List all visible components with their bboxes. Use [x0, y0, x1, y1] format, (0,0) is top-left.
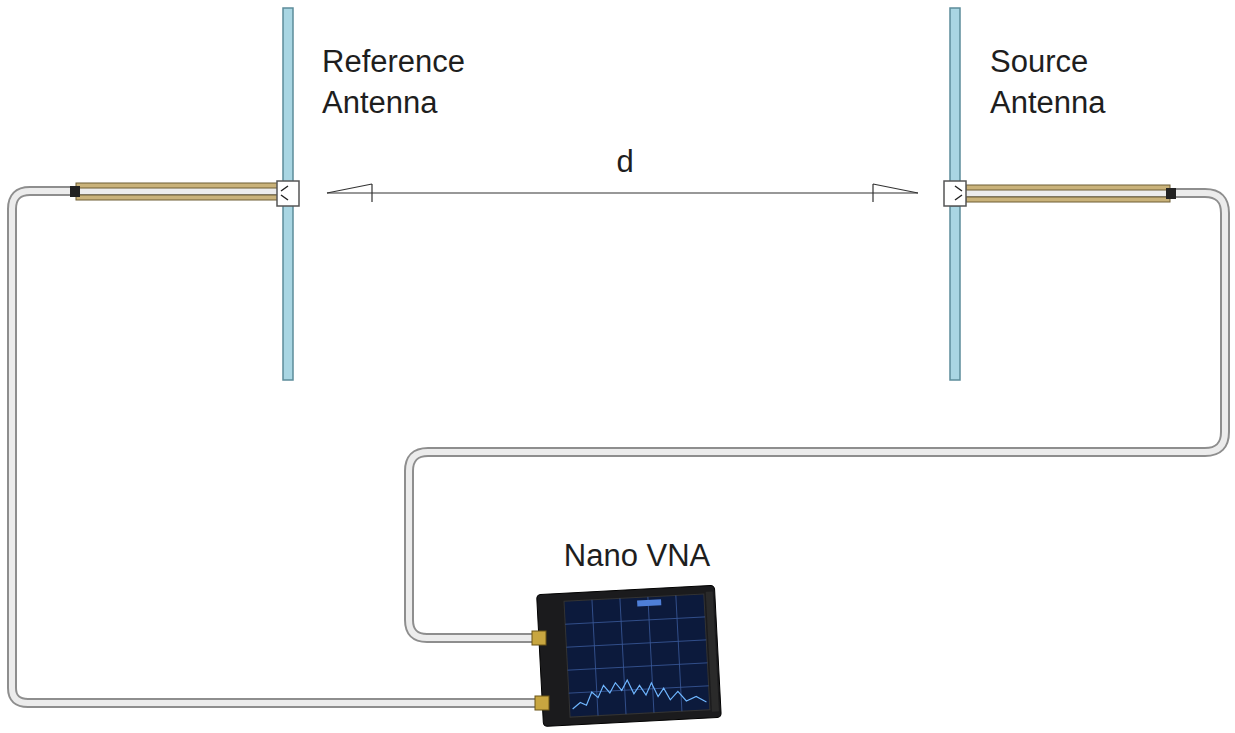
dimension-line	[327, 184, 918, 202]
coax-cable	[409, 193, 1225, 638]
device-label: Nano VNA	[552, 536, 722, 577]
dipole-antenna	[944, 8, 966, 380]
nano-vna-device	[537, 585, 722, 726]
antenna-label: Reference Antenna	[322, 42, 522, 124]
sleeve-balun	[70, 183, 280, 200]
sleeve-balun	[966, 185, 1176, 202]
dipole-antenna	[277, 8, 299, 380]
dimension-label: d	[600, 142, 650, 183]
antenna-label: Source Antenna	[990, 42, 1150, 124]
sma-connector	[532, 631, 549, 710]
